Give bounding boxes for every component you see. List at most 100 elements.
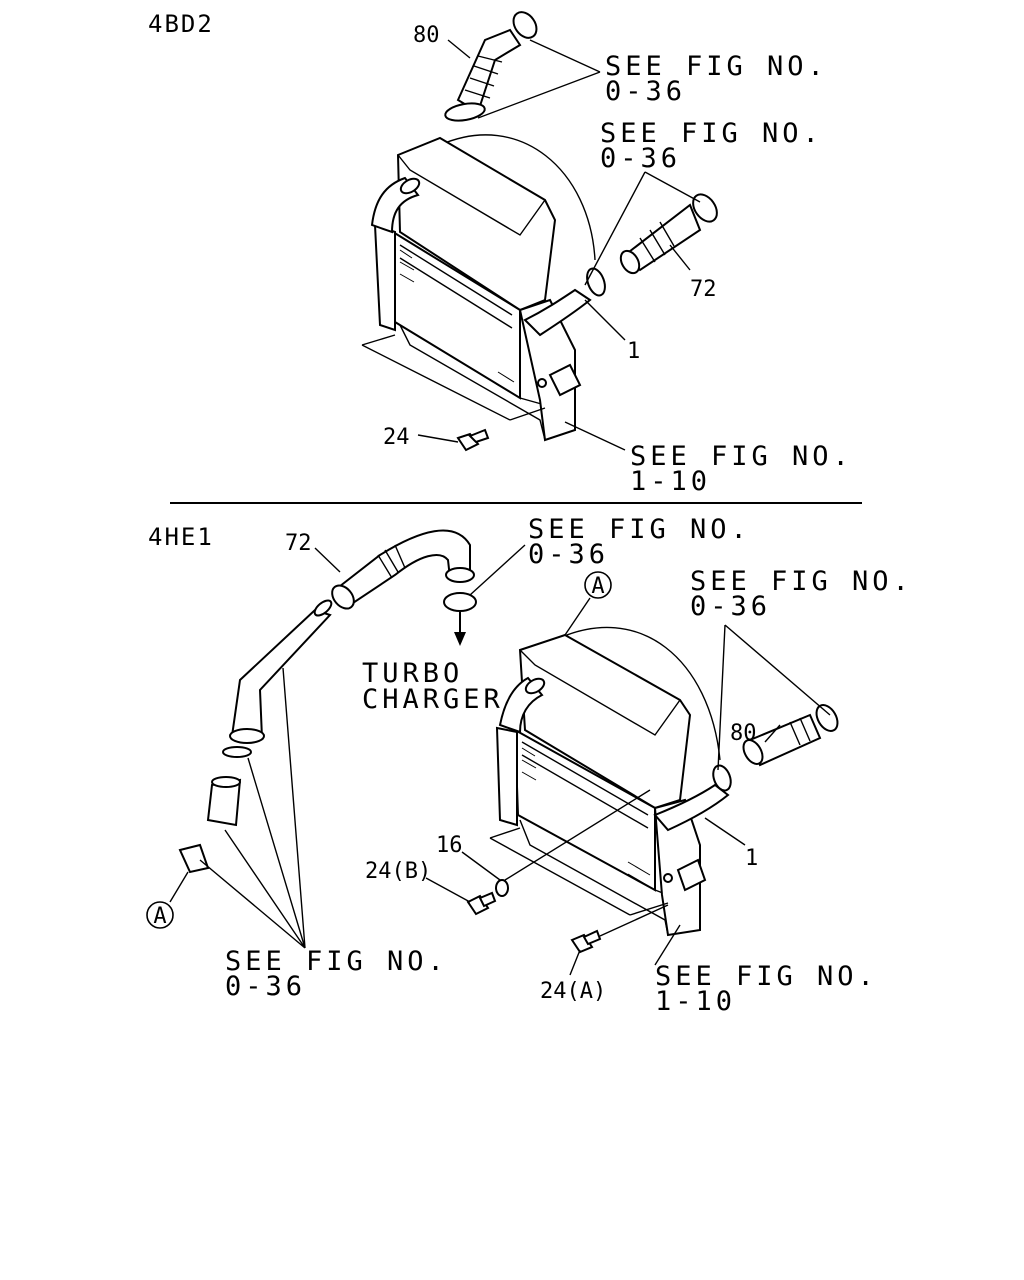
leader-marker-a-left: [169, 871, 189, 903]
leader-72: [314, 547, 341, 573]
bolt-shank: [468, 428, 490, 444]
marker-a-top: A: [584, 571, 612, 599]
core-hatch: [399, 249, 515, 395]
hose-72-outlet: [445, 567, 475, 583]
reference-0-36-a: SEE FIG NO. 0-36: [605, 51, 828, 107]
hose-80-ribs: [464, 55, 503, 99]
shroud-arc: [554, 626, 721, 761]
leader-1: [704, 817, 746, 846]
hose-clamp-top: [512, 11, 538, 39]
turbo-arrow-head: [454, 632, 466, 646]
pipe-bent: [230, 608, 332, 740]
hose-80-ribs: [789, 717, 811, 746]
pipe-bent-flange: [229, 728, 265, 744]
reference-1-10: SEE FIG NO. 1-10: [655, 961, 878, 1017]
left-inlet-end: [399, 177, 421, 195]
hose-72-4bd2: [586, 193, 718, 297]
shroud-arc: [439, 134, 596, 261]
turbo-label-line1: TURBO: [362, 658, 463, 689]
callout-80: 80: [413, 23, 440, 48]
core-hatch: [521, 747, 651, 888]
hose-80-4he1: [712, 704, 839, 792]
callout-72: 72: [690, 277, 717, 302]
leader-ref-turbo: [469, 544, 526, 596]
hose-80-end: [742, 739, 764, 765]
callout-24a: 24(A): [540, 979, 606, 1004]
mount-bracket: [676, 858, 707, 892]
intercooler-4bd2: [361, 134, 596, 442]
ref-text-line2: 0-36: [690, 591, 771, 622]
hose-72-end: [619, 249, 641, 275]
ref-text-line2: 0-36: [225, 971, 306, 1002]
right-tank: [518, 298, 576, 442]
hose-72-ribs: [639, 221, 675, 263]
bolt-a-head: [570, 933, 594, 954]
pipe-bent-end: [313, 599, 333, 617]
ref-text-line2: 0-36: [605, 76, 686, 107]
right-outlet-pipe: [653, 783, 730, 832]
left-tank: [373, 223, 396, 332]
mount-bracket: [548, 363, 582, 397]
hose-72-4he1: [331, 529, 477, 646]
leader-80: [764, 724, 781, 743]
core-lines: [521, 741, 649, 829]
hose-72-ribs: [377, 544, 406, 579]
intercooler-housing: [518, 633, 692, 810]
hose-72-clamp-inner: [586, 267, 606, 297]
callout-16: 16: [436, 833, 463, 858]
marker-a-left-label: A: [153, 904, 166, 929]
intercooler-housing: [396, 136, 557, 312]
leader-24: [417, 434, 459, 443]
base-plane: [361, 334, 546, 421]
turbo-clamp: [443, 592, 477, 612]
bolt-24-4bd2: [456, 428, 490, 452]
intercooler-4he1: [489, 626, 730, 937]
callout-80: 80: [730, 721, 757, 746]
ref-text-line2: 1-10: [630, 466, 711, 497]
leader-marker-a: [564, 597, 591, 636]
ref-text-line2: 0-36: [600, 143, 681, 174]
engine-label-4he1: 4HE1: [148, 523, 214, 551]
ref-text-line1: SEE FIG NO.: [655, 961, 878, 992]
engine-label-4bd2: 4BD2: [148, 10, 214, 38]
leader-ref-1-10: [654, 924, 681, 966]
hose-72-top: [333, 529, 471, 607]
mount-hole: [537, 378, 547, 388]
leader-24a: [569, 904, 669, 976]
ref-text-line1: SEE FIG NO.: [605, 51, 828, 82]
left-inlet-end: [524, 677, 546, 695]
reference-left-0-36: SEE FIG NO. 0-36: [225, 946, 444, 1002]
reference-1-10: SEE FIG NO. 1-10: [630, 441, 849, 497]
washer-16: [495, 879, 509, 897]
ref-text-line2: 1-10: [655, 986, 736, 1017]
section-4he1: 4HE1 TURBO CHARGER: [146, 514, 913, 1017]
bolt-24b: [466, 891, 497, 916]
bolt-24a: [570, 929, 602, 954]
callout-24b: 24(B): [365, 859, 431, 884]
pipe-clamp: [222, 746, 252, 758]
ref-text-line1: SEE FIG NO.: [690, 566, 913, 597]
reference-0-36-b: SEE FIG NO. 0-36: [600, 118, 823, 174]
housing-edge: [519, 649, 681, 736]
bolt-b-shank: [478, 891, 497, 908]
base-plane: [489, 827, 669, 916]
mount-hole: [663, 873, 673, 883]
reference-turbo-0-36: SEE FIG NO. 0-36: [528, 514, 747, 570]
marker-a-left: A: [146, 901, 174, 929]
ref-text-line1: SEE FIG NO.: [600, 118, 823, 149]
core-lines: [399, 244, 513, 329]
leader-ref2: [584, 171, 701, 286]
callout-72: 72: [285, 531, 312, 556]
callout-24: 24: [383, 425, 410, 450]
bolt-a-shank: [582, 929, 602, 946]
turbo-label-line2: CHARGER: [362, 684, 504, 715]
leader-ref1: [477, 39, 601, 119]
left-pipe-assembly: [178, 599, 333, 874]
hose-clamp-bottom: [444, 102, 486, 122]
callout-1: 1: [745, 846, 758, 871]
leader-16: [461, 789, 651, 881]
pipe-bracket: [178, 843, 210, 874]
leader-80: [447, 39, 471, 59]
joint-hose-top: [211, 776, 241, 788]
